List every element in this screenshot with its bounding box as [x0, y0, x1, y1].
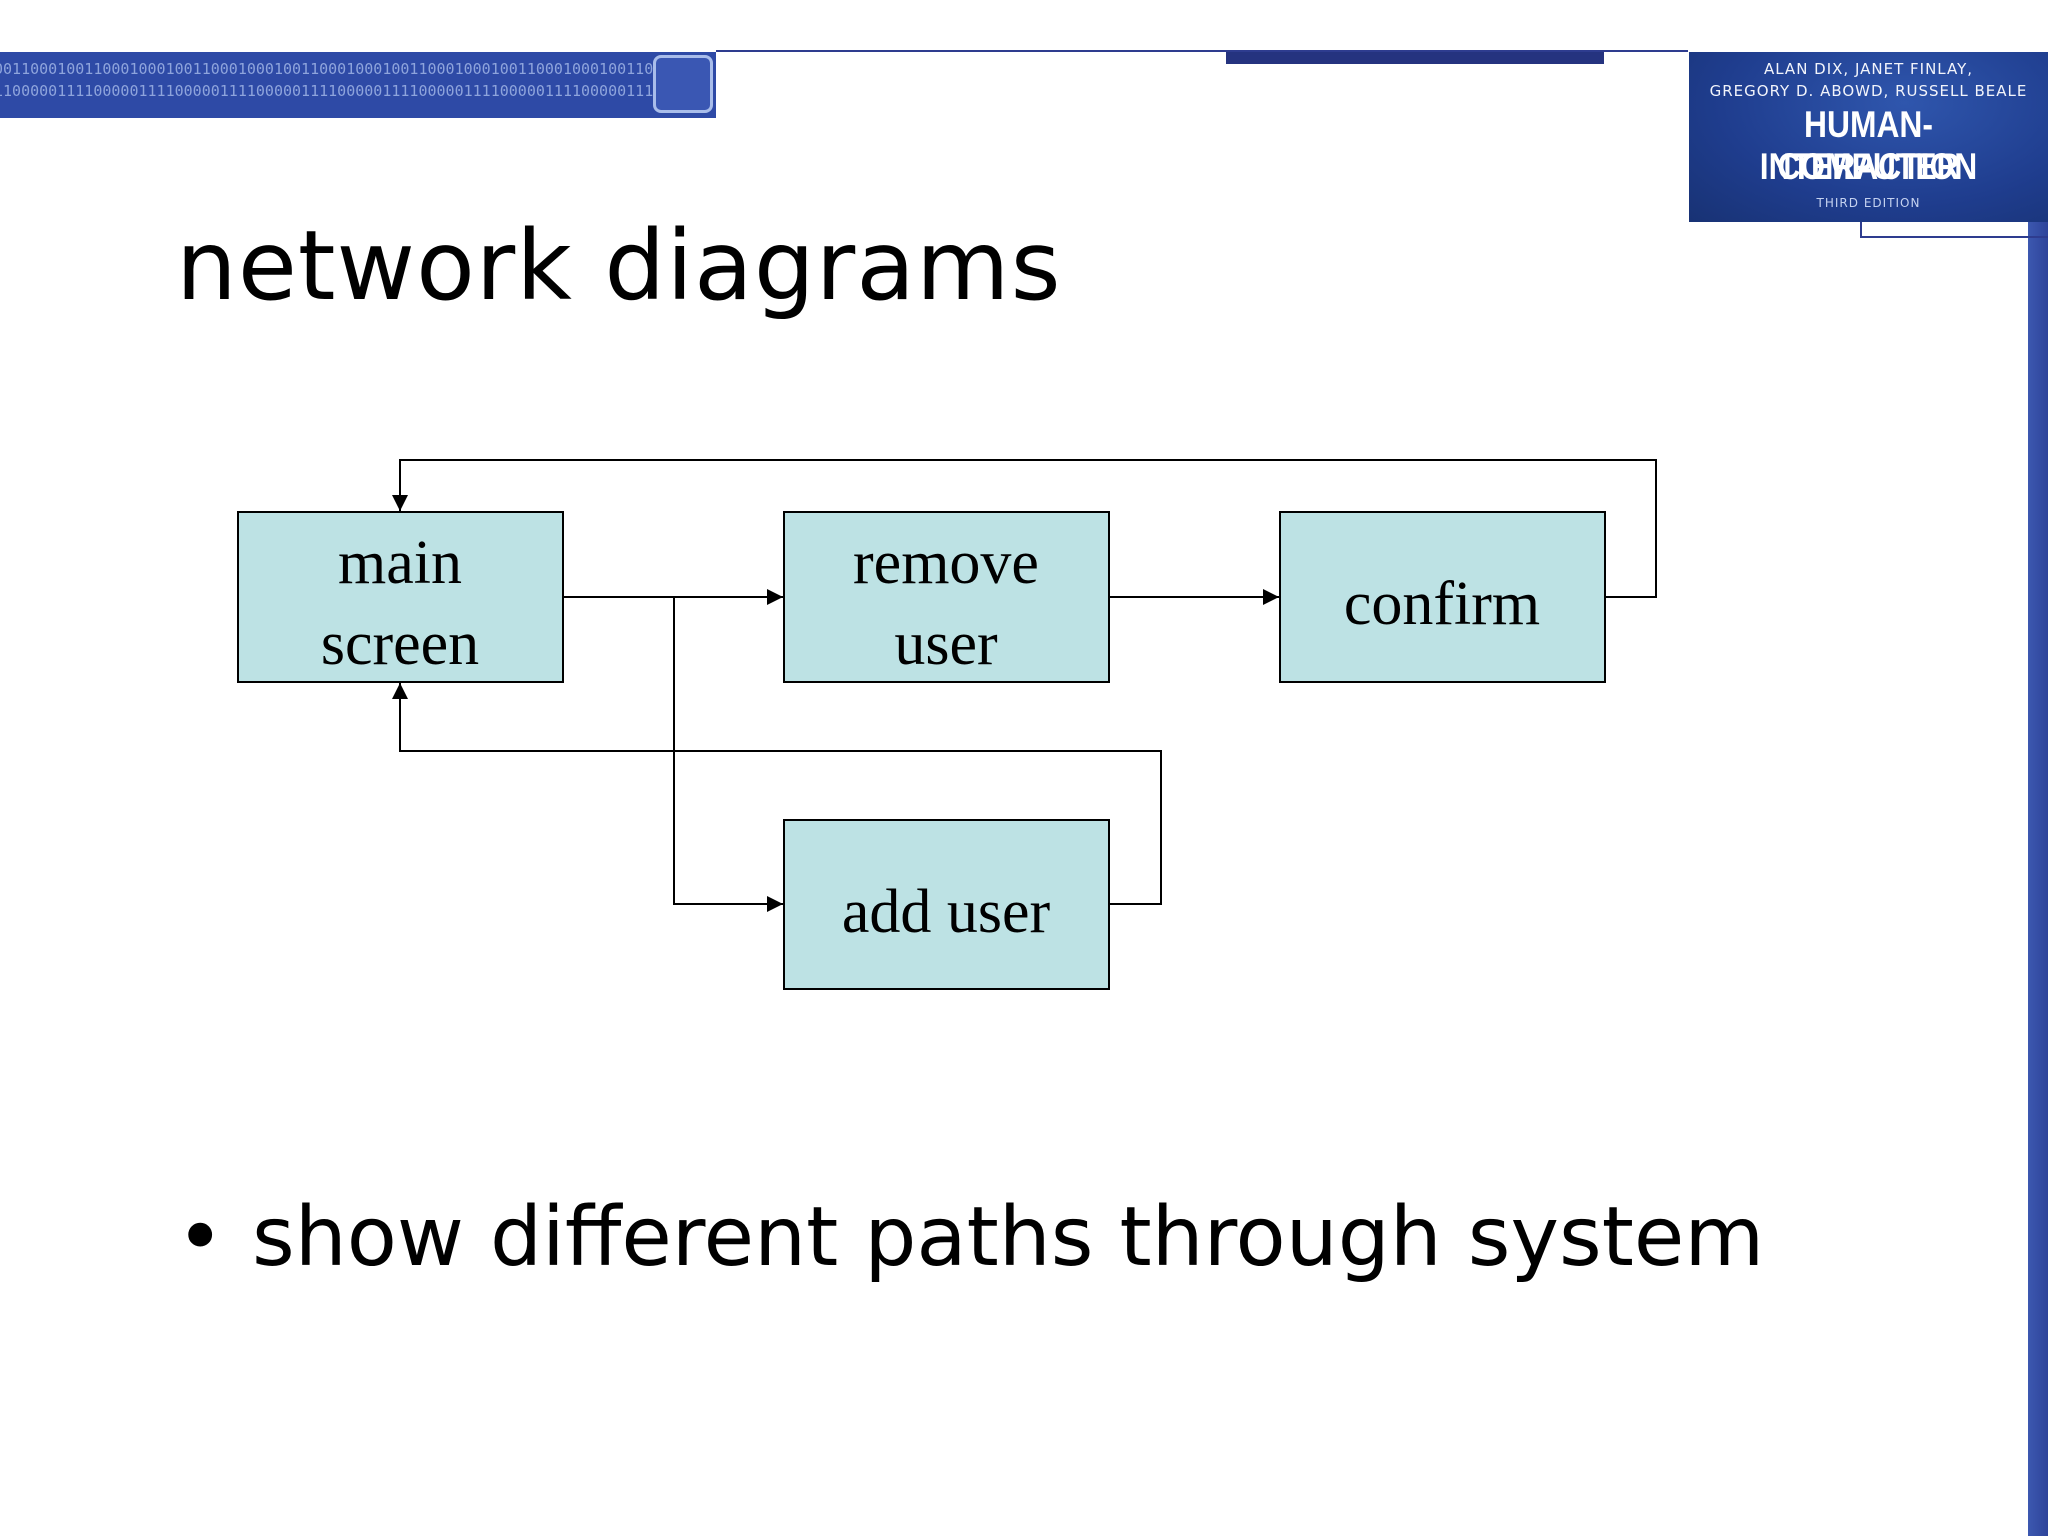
node-add-user-label: add user [842, 878, 1051, 946]
edge-confirm-to-main [392, 459, 1657, 598]
corner-line-horizontal [1860, 236, 2048, 238]
node-confirm: confirm [1279, 511, 1606, 683]
node-remove-user: remove user [783, 511, 1110, 683]
book-title-line-1: HUMAN-COMPUTER [1777, 104, 1960, 187]
edge-add-to-main [392, 683, 1162, 905]
banner-binary-line-2: 1100000111100000111100000111100000111100… [0, 82, 654, 100]
book-cover-logo: ALAN DIX, JANET FINLAY, GREGORY D. ABOWD… [1689, 52, 2048, 222]
top-rule [716, 50, 1688, 52]
binary-banner: 0011000100110001000100110001000100110001… [0, 52, 716, 118]
book-edition: THIRD EDITION [1816, 196, 1921, 210]
bullet-text: show different paths through system [252, 1190, 1765, 1285]
node-add-user: add user [783, 819, 1110, 990]
right-side-rail [2028, 222, 2048, 1536]
bullet-item: • show different paths through system [176, 1190, 1764, 1285]
node-main-screen-line-1: main [338, 529, 462, 597]
node-main-screen-line-2: screen [321, 610, 479, 678]
book-authors-line-2: GREGORY D. ABOWD, RUSSELL BEALE [1709, 82, 2028, 100]
banner-binary-line-1: 0011000100110001000100110001000100110001… [0, 60, 681, 78]
node-confirm-label: confirm [1344, 570, 1540, 638]
banner-ornament-icon [653, 55, 713, 113]
corner-line-vertical [1860, 222, 1862, 238]
bullet-marker: • [176, 1190, 225, 1285]
book-title-line-2: INTERACTION [1759, 146, 1978, 187]
top-accent-bar [1226, 52, 1604, 64]
node-remove-user-line-1: remove [853, 529, 1039, 597]
book-authors-line-1: ALAN DIX, JANET FINLAY, [1763, 60, 1974, 78]
slide-title: network diagrams [176, 210, 1062, 322]
node-remove-user-line-2: user [894, 610, 998, 678]
edge-main-to-add [673, 597, 783, 912]
node-main-screen: main screen [237, 511, 564, 683]
